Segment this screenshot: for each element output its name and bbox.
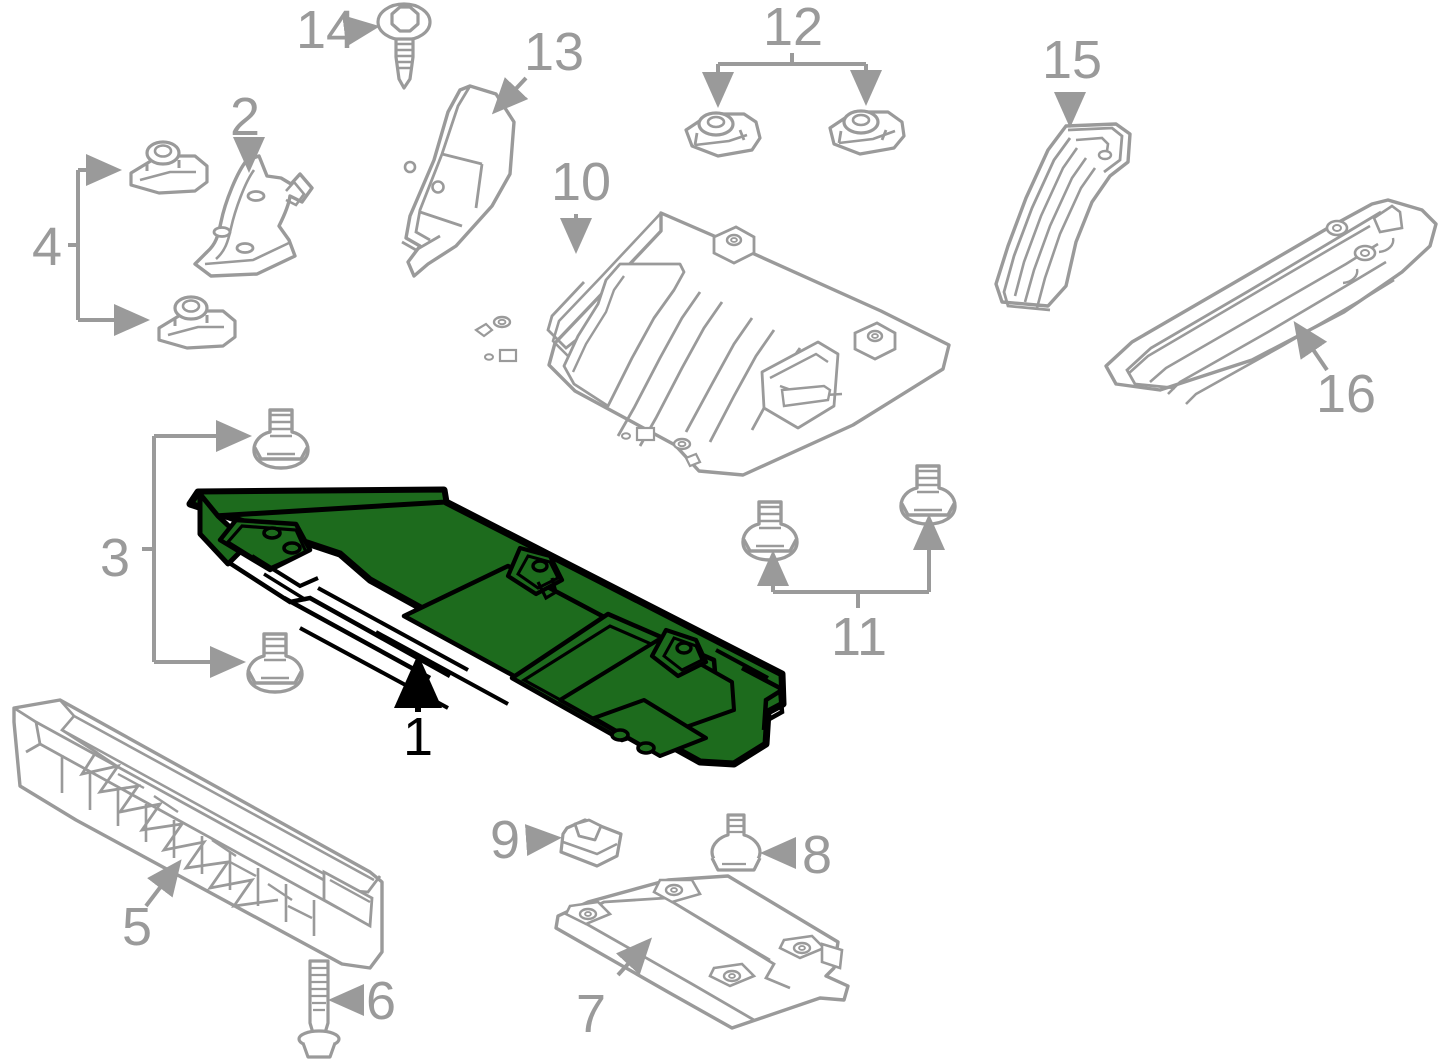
part-1-underbody-shield-panel[interactable] xyxy=(186,486,787,768)
part-7-access-cover-panel[interactable] xyxy=(554,874,850,1030)
callout-4-label: 4 xyxy=(32,217,62,277)
mount-eyelet-bottom xyxy=(708,962,757,988)
callout-11-bracket xyxy=(757,514,945,608)
part-14-screw-fastener[interactable] xyxy=(376,2,432,90)
callout-11-label: 11 xyxy=(831,607,887,667)
callout-14-leader xyxy=(342,15,380,47)
mount-tab-right xyxy=(853,321,897,361)
part-15-heat-shield-curved[interactable] xyxy=(994,122,1132,312)
part-9-retainer-clip[interactable] xyxy=(559,818,623,868)
callout-5-leader xyxy=(144,859,182,908)
callout-12-label: 12 xyxy=(763,0,823,57)
callout-1-label: 1 xyxy=(403,707,433,767)
part-8-flange-bolt[interactable] xyxy=(710,813,762,872)
callout-14-label: 14 xyxy=(296,0,356,60)
mount-tab-top xyxy=(712,225,756,265)
callout-8-label: 8 xyxy=(802,825,832,885)
callout-16-label: 16 xyxy=(1316,364,1376,424)
part-16-heat-shield-tunnel[interactable] xyxy=(1104,198,1438,405)
callout-12-bracket xyxy=(702,53,882,108)
callout-13-label: 13 xyxy=(524,22,584,82)
callout-5-label: 5 xyxy=(122,897,152,957)
part-4-nut-clip-upper[interactable] xyxy=(129,140,209,195)
callout-4-bracket xyxy=(68,154,150,336)
callout-9-label: 9 xyxy=(490,810,520,870)
part-12-weld-nut-right[interactable] xyxy=(828,109,906,156)
mount-eyelet-top xyxy=(652,878,702,904)
callout-3-bracket xyxy=(142,420,252,678)
mount-tab-bottom xyxy=(621,426,702,468)
mount-tab-left xyxy=(474,315,518,363)
callout-2-label: 2 xyxy=(230,87,260,147)
mount-eyelet-left xyxy=(564,900,613,926)
callout-7-leader xyxy=(615,937,653,977)
callout-6-label: 6 xyxy=(366,971,396,1031)
callout-16-leader xyxy=(1293,321,1329,372)
part-12-weld-nut-left[interactable] xyxy=(684,111,762,158)
part-4-nut-clip-lower[interactable] xyxy=(157,295,237,350)
callout-3-label: 3 xyxy=(100,528,130,588)
part-5-crossmember-brace[interactable] xyxy=(12,698,384,970)
part-13-support-bracket[interactable] xyxy=(401,84,516,278)
callout-10-label: 10 xyxy=(551,152,611,212)
callout-13-leader xyxy=(491,76,529,115)
part-2-mounting-bracket[interactable] xyxy=(193,154,314,278)
callout-9-leader xyxy=(524,824,562,857)
part-6-long-bolt[interactable] xyxy=(297,959,341,1059)
callout-15-label: 15 xyxy=(1042,30,1102,90)
mount-eyelet-right xyxy=(778,934,827,960)
callout-7-label: 7 xyxy=(576,984,606,1044)
part-10-heat-shield-large[interactable] xyxy=(474,211,951,477)
